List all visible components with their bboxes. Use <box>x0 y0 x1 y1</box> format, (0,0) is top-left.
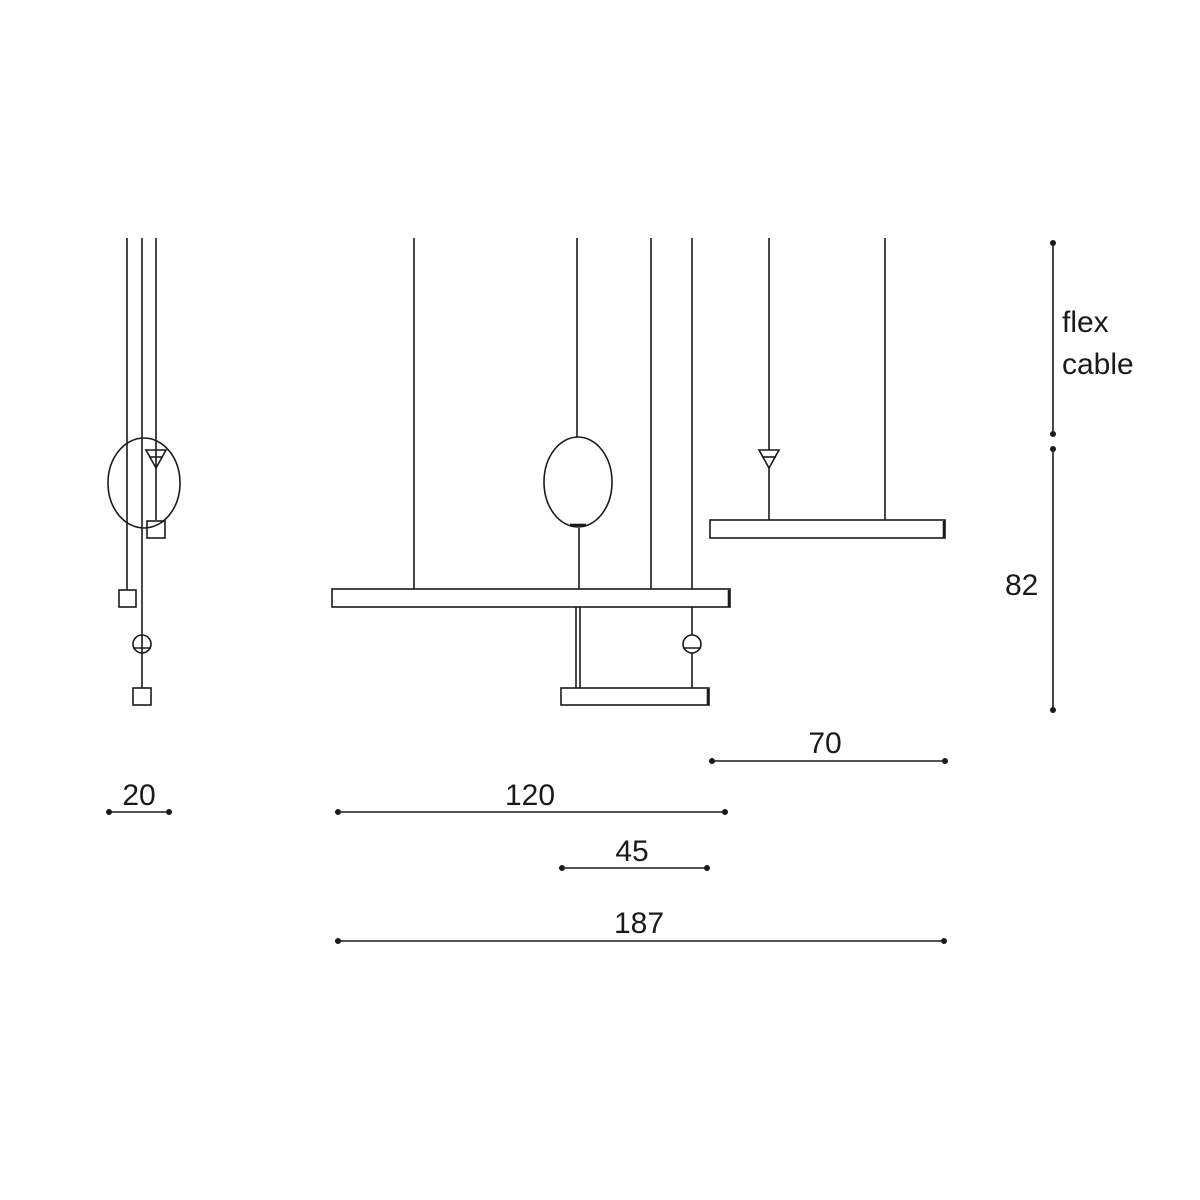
dimension-endpoints <box>106 240 1056 944</box>
side-glass-globe <box>107 437 181 529</box>
front-view <box>331 238 946 706</box>
upper-light-bar <box>331 588 731 608</box>
side-cone-pendant <box>144 449 168 470</box>
lower-light-bar <box>560 687 710 706</box>
side-square-block-3 <box>132 687 152 706</box>
side-square-block-1 <box>146 520 166 539</box>
label-flex: flex <box>1062 306 1109 339</box>
dimension-lines <box>109 243 1054 942</box>
side-square-block-2 <box>118 589 137 608</box>
label-width-120: 120 <box>505 779 555 812</box>
side-small-sphere <box>132 634 152 654</box>
label-width-45: 45 <box>615 835 648 868</box>
label-width-187: 187 <box>614 907 664 940</box>
front-small-sphere <box>682 634 702 654</box>
label-cable: cable <box>1062 348 1134 381</box>
label-height-82: 82 <box>1005 569 1038 602</box>
side-view <box>107 238 181 706</box>
front-glass-globe <box>543 436 613 528</box>
label-width-70: 70 <box>808 727 841 760</box>
right-light-bar <box>709 519 946 539</box>
label-width-20: 20 <box>122 779 155 812</box>
front-cone-pendant <box>757 449 781 470</box>
